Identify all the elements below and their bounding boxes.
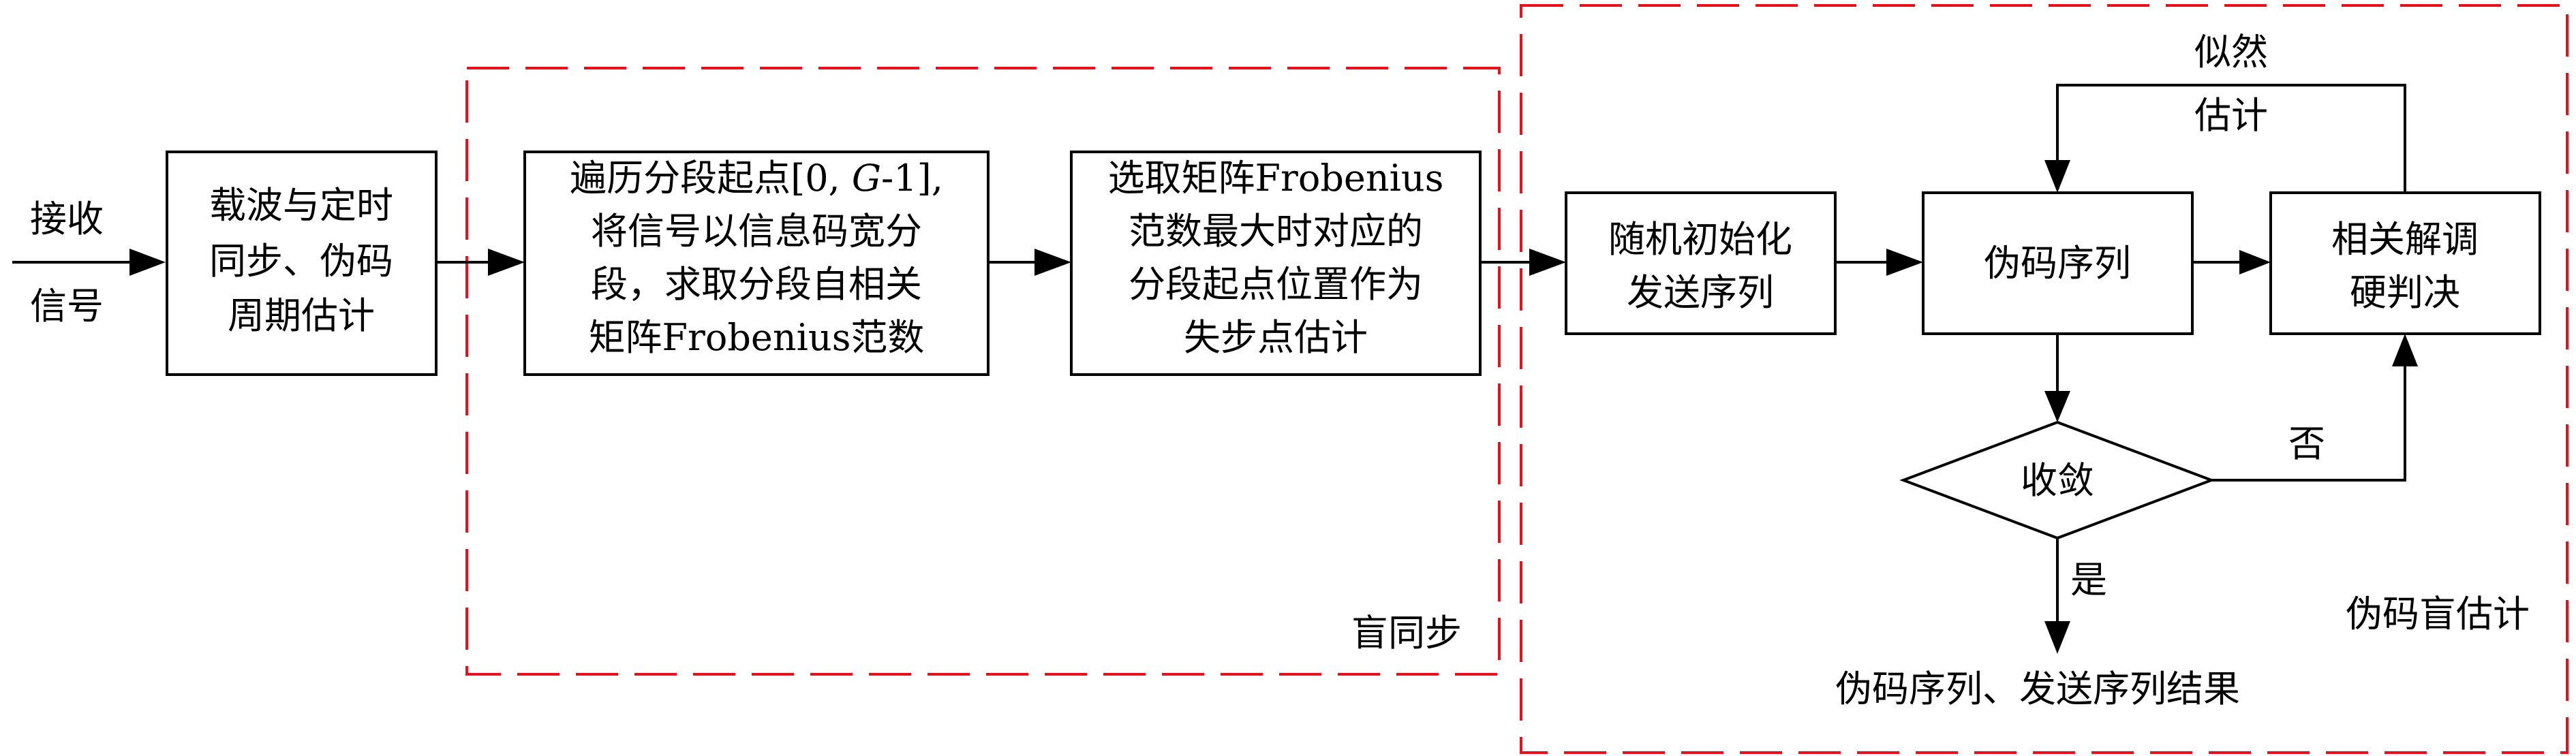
arrow-init-to-pn-head	[1886, 249, 1923, 276]
no-branch: 否	[2211, 334, 2418, 482]
select-max-line2: 范数最大时对应的	[1129, 210, 1423, 253]
traverse-segments-box-border	[523, 151, 990, 376]
region-blind-sync-label: 盲同步	[1351, 612, 1462, 655]
arrow-pn-to-corr-head	[2239, 250, 2271, 274]
no-branch-head	[2392, 334, 2418, 366]
select-max-box: 选取矩阵Frobenius 范数最大时对应的 分段起点位置作为 失步点估计	[1070, 151, 1482, 376]
traverse-line4: 矩阵Frobenius范数	[589, 316, 925, 359]
converge-decision: 收敛	[1899, 420, 2215, 540]
select-max-line4: 失步点估计	[1184, 316, 1368, 359]
yes-branch-head	[2044, 621, 2070, 654]
arrow-carrier-to-traverse-head	[488, 249, 525, 276]
carrier-sync-line3: 周期估计	[228, 294, 375, 337]
random-init-line2: 发送序列	[1627, 271, 1774, 314]
likelihood-feedback-loop: 似然 估计	[2044, 31, 2406, 193]
likelihood-feedback-head	[2044, 160, 2070, 193]
traverse-line2: 将信号以信息码宽分	[591, 210, 922, 253]
input-arrow-head	[129, 249, 166, 276]
random-init-box-border	[1565, 191, 1837, 335]
arrow-pn-to-converge-head	[2044, 391, 2070, 422]
region-pn-blind-estimation-border	[1520, 4, 2569, 754]
region-blind-sync: 盲同步	[465, 67, 1501, 676]
carrier-sync-line2: 同步、伪码	[209, 240, 393, 283]
select-max-line3: 分段起点位置作为	[1129, 263, 1423, 306]
carrier-sync-box: 载波与定时 同步、伪码 周期估计	[166, 151, 438, 376]
yes-label: 是	[2070, 558, 2107, 601]
input-signal: 接收 信号	[12, 198, 166, 328]
traverse-line1: 遍历分段起点[0, G-1],	[570, 157, 943, 200]
likelihood-label-line1: 似然	[2194, 31, 2268, 74]
input-label-line1: 接收	[30, 198, 104, 240]
select-max-box-border	[1070, 151, 1482, 376]
corr-demod-line2: 硬判决	[2350, 271, 2460, 314]
pn-sequence-box: 伪码序列	[1922, 191, 2194, 335]
random-init-line1: 随机初始化	[1608, 218, 1792, 261]
region-pn-blind-estimation: 伪码盲估计	[1520, 4, 2569, 754]
yes-branch: 是	[2044, 538, 2107, 654]
select-max-line1: 选取矩阵Frobenius	[1108, 157, 1444, 200]
corr-demod-line1: 相关解调	[2331, 218, 2479, 261]
likelihood-feedback-path	[2056, 84, 2406, 193]
no-label: 否	[2288, 422, 2325, 465]
pn-sequence-label: 伪码序列	[1984, 242, 2131, 285]
carrier-sync-box-border	[166, 151, 438, 376]
no-branch-path	[2211, 364, 2406, 482]
corr-demod-box-border	[2269, 191, 2541, 335]
arrow-select-to-init-head	[1529, 249, 1566, 276]
traverse-line3: 段，求取分段自相关	[591, 263, 922, 306]
corr-demod-box: 相关解调 硬判决	[2269, 191, 2541, 335]
likelihood-label-line2: 估计	[2194, 94, 2268, 137]
input-label-line2: 信号	[30, 285, 104, 328]
converge-label: 收敛	[2021, 459, 2094, 502]
carrier-sync-line1: 载波与定时	[209, 184, 393, 227]
random-init-box: 随机初始化 发送序列	[1565, 191, 1837, 335]
traverse-segments-box: 遍历分段起点[0, G-1], 将信号以信息码宽分 段，求取分段自相关 矩阵Fr…	[523, 151, 990, 376]
arrow-traverse-to-select-head	[1034, 249, 1071, 276]
result-label: 伪码序列、发送序列结果	[1835, 667, 2240, 710]
region-pn-blind-estimation-label: 伪码盲估计	[2346, 593, 2530, 635]
